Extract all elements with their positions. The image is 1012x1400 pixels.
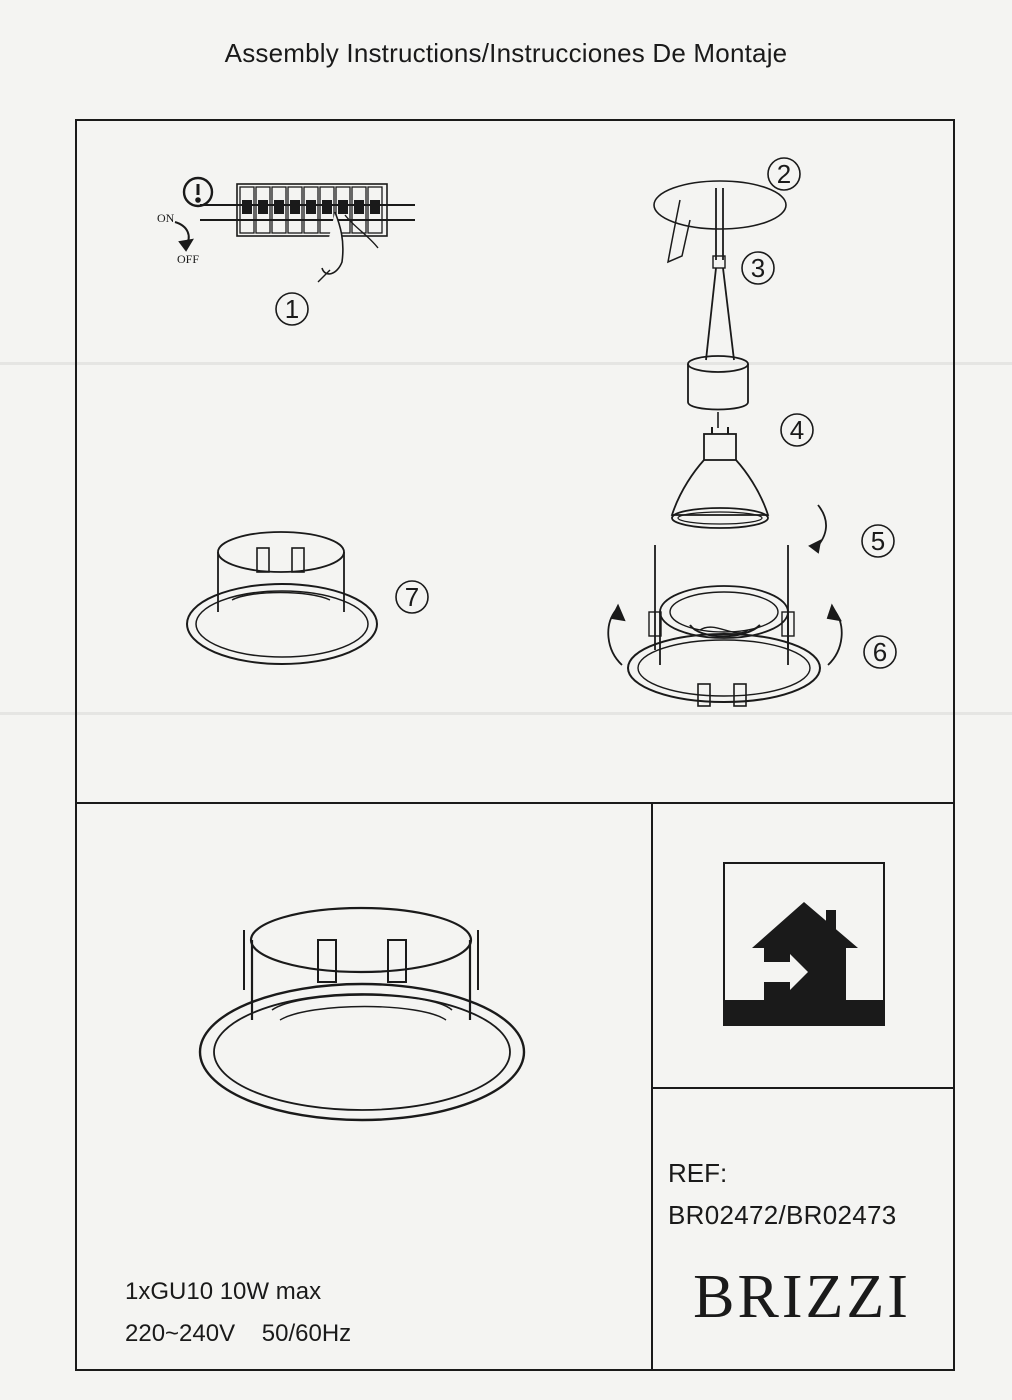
breaker-on-label: ON: [157, 211, 175, 225]
step-label-3: 3: [751, 253, 765, 283]
assembled-fixture-small-illustration: [186, 531, 378, 665]
page-title: Assembly Instructions/Instrucciones De M…: [224, 38, 788, 68]
instructions-frame: [75, 119, 955, 1371]
ref-label: REF:: [668, 1158, 728, 1188]
breaker-off-label: OFF: [177, 252, 199, 266]
step-label-5: 5: [871, 526, 885, 556]
warning-icon: [182, 176, 214, 208]
paper-fold-line: [0, 362, 1012, 365]
step-label-2: 2: [777, 159, 791, 189]
downlight-frame-illustration: [627, 545, 821, 707]
assembled-fixture-large-illustration: [198, 906, 526, 1122]
breaker-panel-illustration: [174, 176, 415, 283]
paper-fold-line: [0, 712, 1012, 715]
step-label-1: 1: [285, 294, 299, 324]
ref-codes: BR02472/BR02473: [668, 1200, 897, 1230]
step-label-7: 7: [405, 582, 419, 612]
brand-logo: BRIZZI: [693, 1263, 911, 1331]
divider: [651, 802, 653, 1371]
divider: [651, 1087, 955, 1089]
divider: [75, 802, 955, 804]
ceiling-cutout-illustration: [653, 180, 787, 428]
step-label-6: 6: [873, 637, 887, 667]
gu10-bulb-illustration: [670, 427, 770, 529]
house-indoor-icon: [723, 862, 885, 1026]
spec-bulb: 1xGU10 10W max: [125, 1278, 322, 1305]
step-label-4: 4: [790, 415, 804, 445]
spec-voltage: 220~240V 50/60Hz: [125, 1320, 352, 1347]
